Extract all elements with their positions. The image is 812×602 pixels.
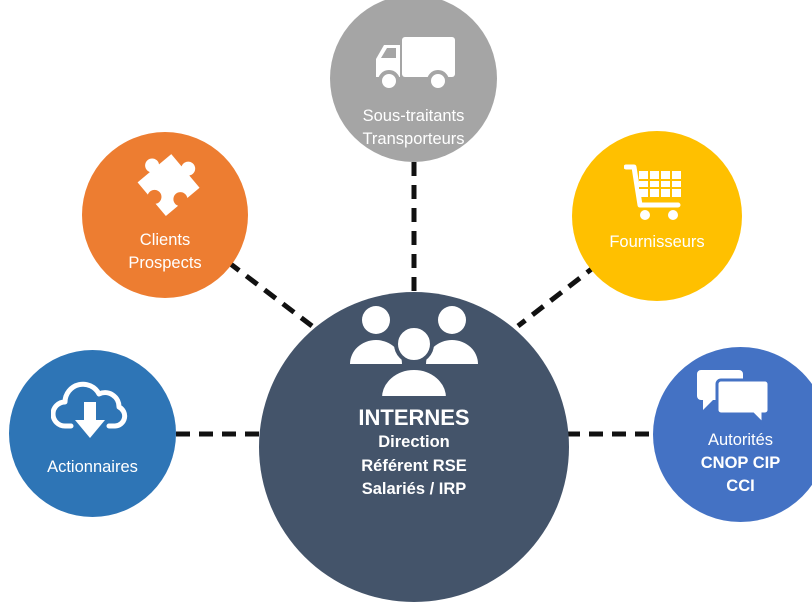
node-internes: INTERNES Direction Référent RSE Salariés… xyxy=(259,292,569,602)
truck-icon xyxy=(376,37,455,92)
node-sous-traitants: Sous-traitants Transporteurs xyxy=(330,0,497,162)
node-label-line: Clients xyxy=(139,231,191,249)
connector-lines xyxy=(176,162,655,437)
center-title: INTERNES xyxy=(358,405,470,430)
users-group-icon xyxy=(350,306,478,400)
puzzle-icon xyxy=(137,154,200,217)
connector-clients xyxy=(226,260,314,328)
connector-fourn xyxy=(516,262,600,328)
node-fournisseurs: Fournisseurs xyxy=(572,131,742,301)
node-label-line: Autorités xyxy=(707,431,774,449)
cloud-download-icon xyxy=(51,381,128,438)
node-label-line: CCI xyxy=(726,477,755,495)
center-line: Salariés / IRP xyxy=(361,480,467,498)
node-label-line: Fournisseurs xyxy=(609,233,705,251)
node-label-line: Prospects xyxy=(128,254,202,272)
node-autorites: Autorités CNOP CIP CCI xyxy=(653,347,812,522)
node-clients: Clients Prospects xyxy=(82,132,248,298)
node-label-line: Transporteurs xyxy=(362,130,465,148)
center-line: Direction xyxy=(378,433,450,451)
node-label-line: Actionnaires xyxy=(47,458,138,476)
node-label-line: Sous-traitants xyxy=(362,107,465,125)
node-label-line: CNOP CIP xyxy=(700,454,781,472)
shopping-cart-icon xyxy=(624,164,681,220)
center-line: Référent RSE xyxy=(361,456,467,475)
node-actionnaires: Actionnaires xyxy=(9,350,176,517)
chat-bubbles-icon xyxy=(697,370,771,428)
